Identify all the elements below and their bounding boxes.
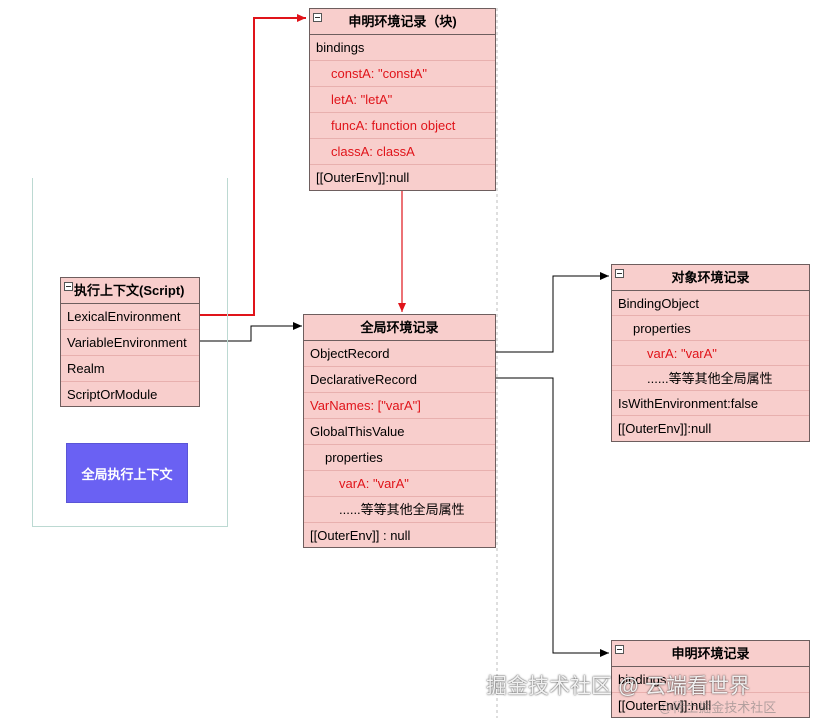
object-record-header: 对象环境记录 xyxy=(612,265,809,291)
collapse-icon[interactable] xyxy=(615,645,624,654)
declarative-record-row: bindings xyxy=(612,667,809,693)
global-record-row: ObjectRecord xyxy=(304,341,495,367)
block-record-row: classA: classA xyxy=(310,139,495,165)
global-environment-record[interactable]: 全局环境记录 ObjectRecord DeclarativeRecord Va… xyxy=(303,314,496,548)
watermark-text: 掘金技术社区 @ 云端看世界 xyxy=(486,675,750,698)
global-record-row: GlobalThisValue xyxy=(304,419,495,445)
global-record-row: varA: "varA" xyxy=(304,471,495,497)
objectrecord-to-object-arrow xyxy=(496,272,609,353)
execution-context-header: 执行上下文(Script) xyxy=(61,278,199,304)
declarativerecord-to-declarative-arrow xyxy=(496,377,609,657)
global-execution-context-node[interactable]: 全局执行上下文 xyxy=(66,443,188,503)
object-record-row: IsWithEnvironment:false xyxy=(612,391,809,416)
declarative-record-row: [[OuterEnv]]:null xyxy=(618,698,712,713)
object-record-row: ......等等其他全局属性 xyxy=(612,366,809,391)
global-record-row: properties xyxy=(304,445,495,471)
global-record-row: ......等等其他全局属性 xyxy=(304,497,495,523)
declarative-record-title: 申明环境记录 xyxy=(671,646,750,661)
object-record-row: properties xyxy=(612,316,809,341)
block-record-row: [[OuterEnv]]:null xyxy=(316,170,410,185)
collapse-icon[interactable] xyxy=(615,269,624,278)
object-record-row: [[OuterEnv]]:null xyxy=(618,421,712,436)
execution-context-row: LexicalEnvironment xyxy=(61,304,199,330)
execution-context-row: ScriptOrModule xyxy=(67,387,158,402)
block-record-row: funcA: function object xyxy=(310,113,495,139)
block-record-row: bindings xyxy=(310,35,495,61)
global-record-title: 全局环境记录 xyxy=(360,320,439,335)
declarative-record-header: 申明环境记录 xyxy=(612,641,809,667)
execution-context-table[interactable]: 执行上下文(Script) LexicalEnvironment Variabl… xyxy=(60,277,200,407)
object-record-row: varA: "varA" xyxy=(612,341,809,366)
object-record-row: BindingObject xyxy=(612,291,809,316)
execution-context-row: Realm xyxy=(61,356,199,382)
object-record-title: 对象环境记录 xyxy=(671,270,750,285)
watermark-subtext: @稀土掘金技术社区 xyxy=(659,700,777,715)
object-environment-record[interactable]: 对象环境记录 BindingObject properties varA: "v… xyxy=(611,264,810,442)
block-record-title: 申明环境记录（块) xyxy=(348,14,457,29)
global-record-header: 全局环境记录 xyxy=(304,315,495,341)
block-environment-record[interactable]: 申明环境记录（块) bindings constA: "constA" letA… xyxy=(309,8,496,191)
global-record-row: [[OuterEnv]] : null xyxy=(310,528,411,543)
collapse-icon[interactable] xyxy=(313,13,322,22)
block-record-row: constA: "constA" xyxy=(310,61,495,87)
execution-context-title: 执行上下文(Script) xyxy=(74,283,185,298)
block-record-header: 申明环境记录（块) xyxy=(310,9,495,35)
global-record-row: VarNames: ["varA"] xyxy=(304,393,495,419)
collapse-icon[interactable] xyxy=(64,282,73,291)
execution-context-frame xyxy=(32,178,228,527)
global-record-row: DeclarativeRecord xyxy=(304,367,495,393)
block-record-row: letA: "letA" xyxy=(310,87,495,113)
global-execution-context-label: 全局执行上下文 xyxy=(81,466,173,482)
execution-context-row: VariableEnvironment xyxy=(61,330,199,356)
